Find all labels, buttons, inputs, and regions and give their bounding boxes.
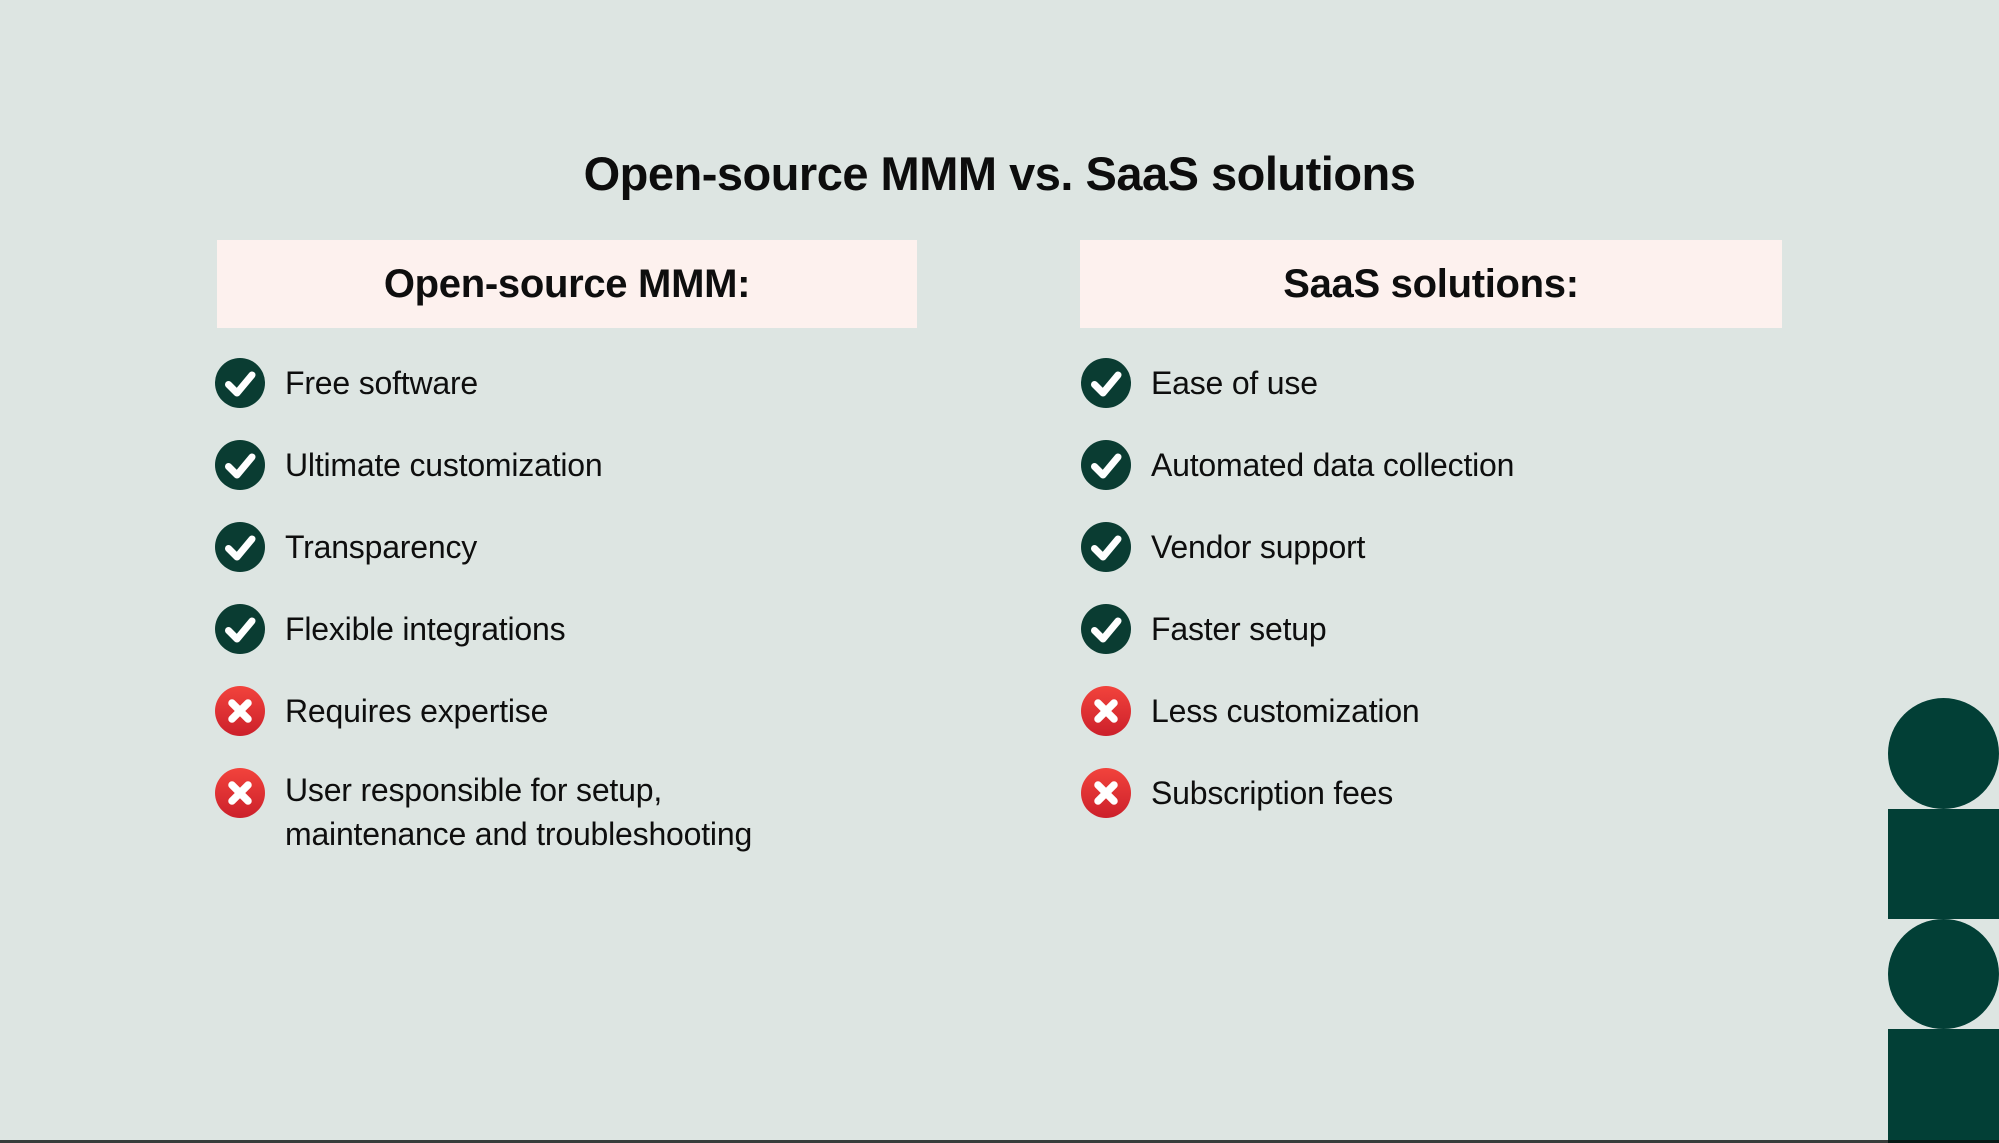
check-icon [1081, 522, 1131, 572]
list-item: Transparency [215, 522, 805, 572]
cross-icon [215, 686, 265, 736]
decor-square [1888, 1029, 1999, 1143]
cross-icon [1081, 768, 1131, 818]
list-item: Faster setup [1081, 604, 1514, 654]
list-item-label: Transparency [285, 529, 478, 565]
list-item: Ultimate customization [215, 440, 805, 490]
check-icon [215, 358, 265, 408]
list-item: Flexible integrations [215, 604, 805, 654]
list-item-label: Faster setup [1151, 611, 1327, 647]
decor-circle [1888, 919, 1999, 1029]
right-column-header-label: SaaS solutions: [1283, 261, 1579, 306]
list-item-label: Vendor support [1151, 529, 1366, 565]
list-item-label: Requires expertise [285, 693, 549, 729]
list-item: Less customization [1081, 686, 1514, 736]
page-title: Open-source MMM vs. SaaS solutions [583, 147, 1416, 200]
right-column-header: SaaS solutions: [1080, 240, 1782, 328]
check-icon [215, 604, 265, 654]
list-item-label: Automated data collection [1151, 447, 1515, 483]
cross-icon [1081, 686, 1131, 736]
list-item-label: Ultimate customization [285, 447, 603, 483]
list-item: Subscription fees [1081, 768, 1514, 818]
list-item: Requires expertise [215, 686, 805, 736]
check-icon [1081, 440, 1131, 490]
saas-list: Ease of use Automated data collection Ve… [1081, 358, 1514, 818]
decor-circle [1888, 698, 1999, 809]
list-item-label: Free software [285, 365, 479, 401]
list-item: Automated data collection [1081, 440, 1514, 490]
list-item: Vendor support [1081, 522, 1514, 572]
list-item-label: Ease of use [1151, 365, 1318, 401]
decor-square [1888, 809, 1999, 919]
list-item: User responsible for setup, maintenance … [215, 768, 805, 856]
list-item: Free software [215, 358, 805, 408]
list-item: Ease of use [1081, 358, 1514, 408]
list-item-label: User responsible for setup, maintenance … [285, 772, 753, 852]
check-icon [215, 522, 265, 572]
bottom-edge-line [0, 1140, 1999, 1143]
cross-icon [215, 768, 265, 818]
check-icon [1081, 604, 1131, 654]
list-item-label: Subscription fees [1151, 775, 1394, 811]
open-source-list: Free software Ultimate customization Tra… [215, 358, 805, 856]
left-column-header: Open-source MMM: [217, 240, 917, 328]
left-column-header-label: Open-source MMM: [383, 261, 751, 306]
decorative-shape-stack [1888, 698, 1999, 1143]
list-item-label: Less customization [1151, 693, 1420, 729]
check-icon [1081, 358, 1131, 408]
check-icon [215, 440, 265, 490]
list-item-label: Flexible integrations [285, 611, 566, 647]
